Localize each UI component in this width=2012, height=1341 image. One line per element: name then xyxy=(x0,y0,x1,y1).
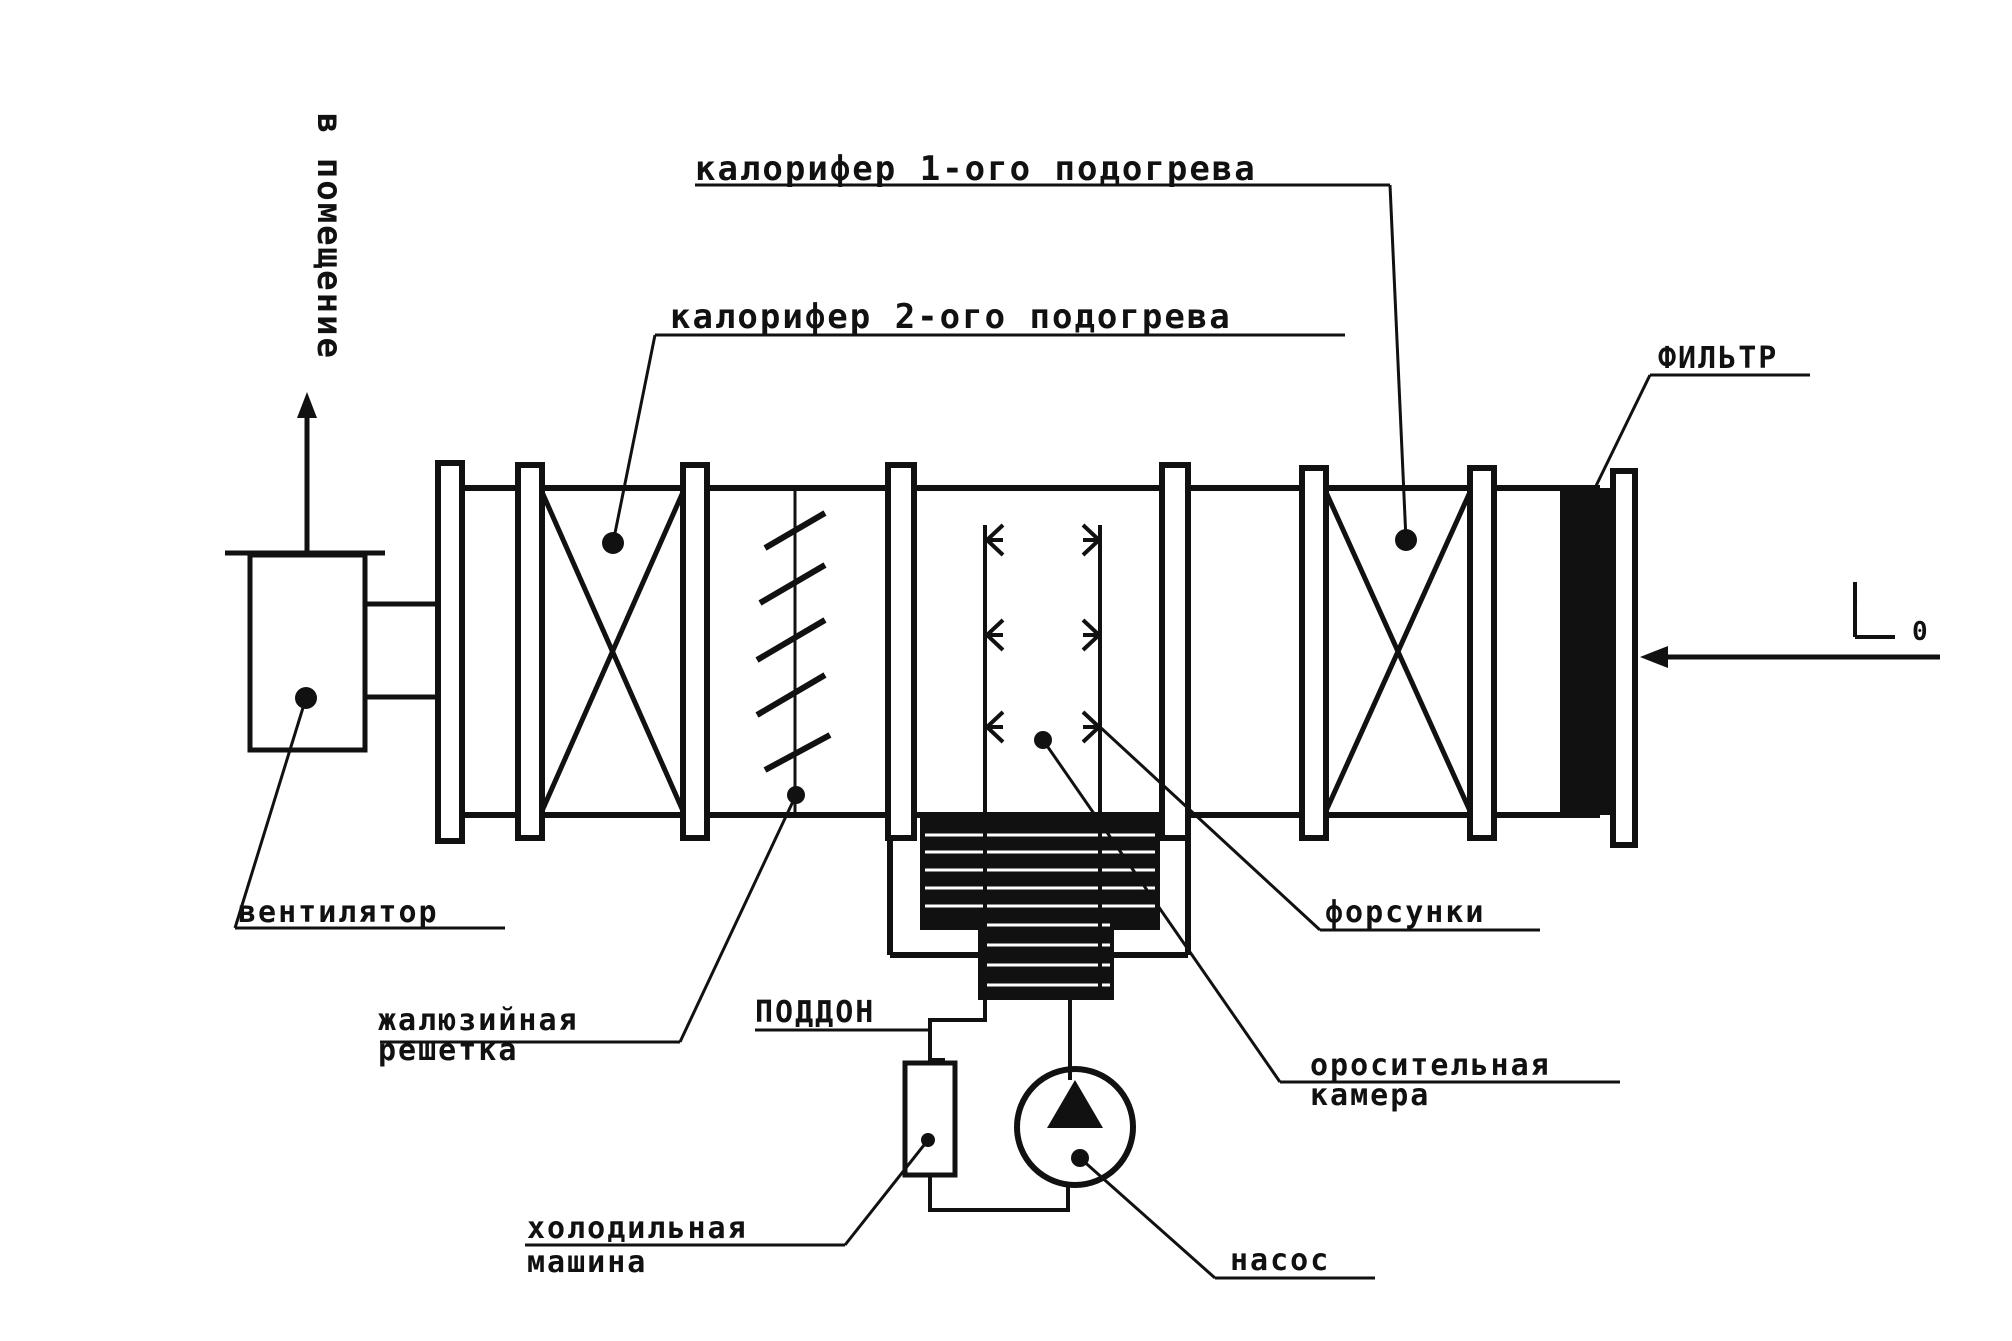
heater-1-coil xyxy=(1323,490,1473,813)
spray-chamber xyxy=(887,523,1191,1000)
label-spray-chamber-2: камера xyxy=(1310,1078,1430,1113)
label-louver-1: жалюзийная xyxy=(378,1003,579,1038)
pump-unit xyxy=(1014,1066,1136,1188)
label-louver-2: решетка xyxy=(378,1033,518,1068)
label-chiller-2: машина xyxy=(527,1245,647,1280)
louver-grille xyxy=(755,490,832,812)
flange-frames xyxy=(435,460,1638,848)
label-tray: ПОДДОН xyxy=(755,995,875,1030)
pump-icon xyxy=(1047,1080,1103,1128)
inlet-arrow-icon xyxy=(1640,646,1668,668)
label-chiller-1: холодильная xyxy=(527,1211,748,1246)
label-spray-chamber-1: оросительная xyxy=(1310,1048,1551,1083)
fan-unit xyxy=(225,392,438,753)
inlet-arrow xyxy=(1640,582,1940,668)
label-pump: насос xyxy=(1230,1243,1330,1278)
label-nozzles: форсунки xyxy=(1325,895,1486,930)
outlet-arrow-icon xyxy=(297,392,317,418)
label-heater-1: калорифер 1-ого подогрева xyxy=(695,149,1257,189)
label-to-room: в помещение xyxy=(309,113,349,360)
label-fan: вентилятор xyxy=(238,895,439,930)
label-filter: ФИЛЬТР xyxy=(1658,341,1778,376)
label-inlet-subscript: 0 xyxy=(1912,617,1928,647)
label-heater-2: калорифер 2-ого подогрева xyxy=(670,297,1232,337)
leader-lines xyxy=(233,183,1810,1280)
filter-element xyxy=(1560,488,1614,815)
nozzles-right xyxy=(1081,523,1102,744)
label-inlet-symbol: L xyxy=(1857,601,1858,603)
tray-water xyxy=(920,818,1160,1000)
duct-body xyxy=(460,485,1600,818)
nozzles-left xyxy=(984,523,1005,744)
